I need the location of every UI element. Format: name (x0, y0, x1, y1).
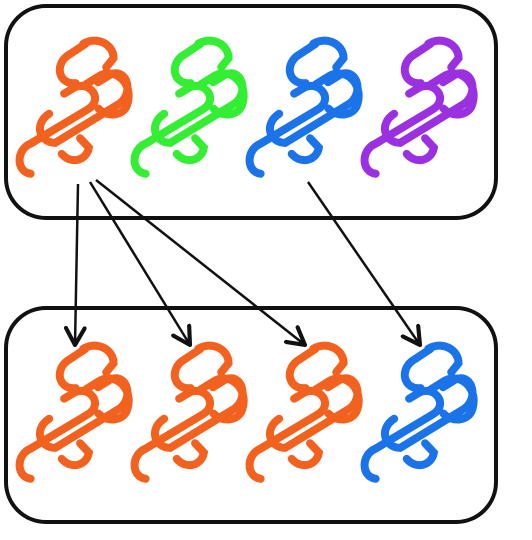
top-group-frame (4, 4, 498, 220)
bottom-group-strand-1-orange (18, 337, 136, 490)
bottom-group-strand-4-blue (363, 337, 481, 490)
arrow-layer (75, 179, 420, 345)
arrow-4 (306, 181, 420, 345)
top-group-strand-3-blue (248, 32, 366, 185)
top-group-strand-1-orange (18, 32, 136, 185)
top-group-strand-4-purple (363, 32, 481, 185)
top-group-strand-2-green (133, 32, 251, 185)
bottom-group-strand-3-orange (248, 337, 366, 490)
bottom-group-frame (4, 306, 498, 524)
arrow-2 (88, 181, 190, 345)
bottom-group-strand-2-orange (133, 337, 251, 490)
strand-layer (18, 32, 481, 490)
arrow-1 (75, 183, 78, 345)
arrow-3 (95, 179, 305, 345)
